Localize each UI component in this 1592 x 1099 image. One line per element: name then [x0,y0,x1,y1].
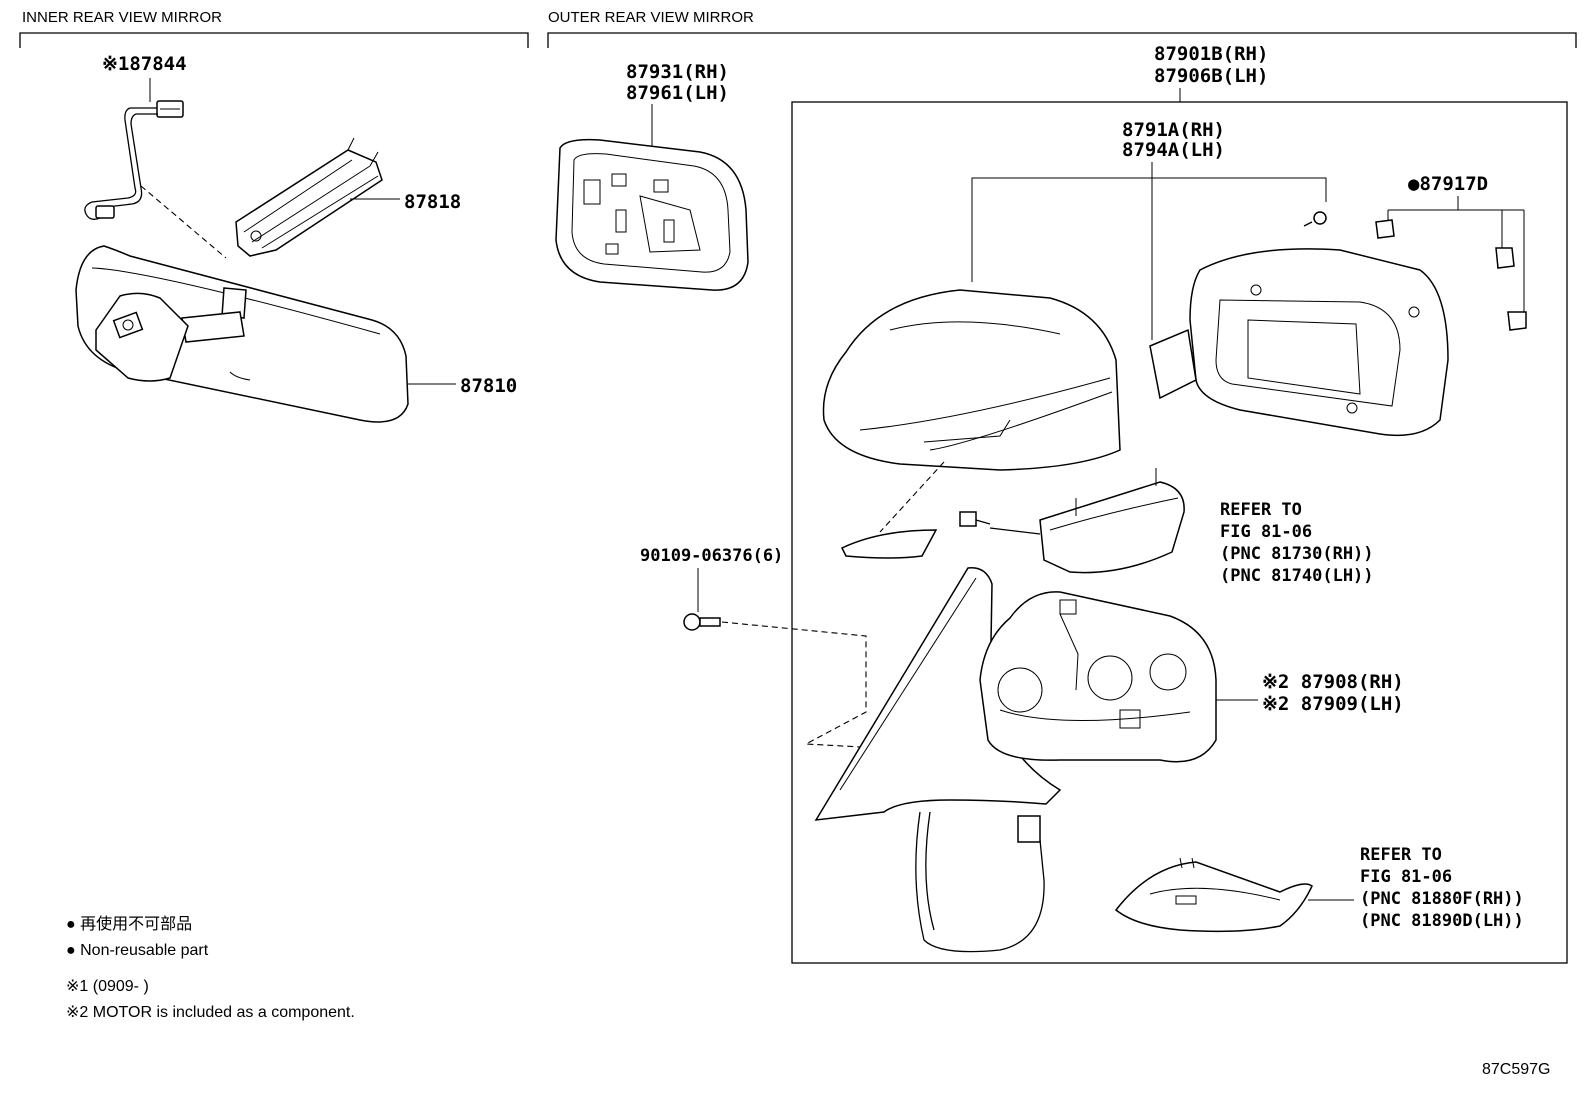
motor-87908 [979,591,1217,763]
mirror-housing-8794a [1149,248,1449,437]
note-1: ※1 (0909- ) [66,978,149,995]
puddle-lamp [1114,857,1313,933]
bolt-small [1303,211,1327,227]
mirror-cover-8791a [822,289,1121,471]
dashed-link-cover [879,461,945,533]
refer-81730-line2: FIG 81-06 [1220,522,1312,542]
refer-81880-line2: FIG 81-06 [1360,867,1452,887]
callout-87810: 87810 [460,375,517,397]
cover-87818 [235,137,383,257]
inner-section-bracket [19,32,529,48]
dashed-link-harness [140,185,227,259]
callout-8791a: 8791A(RH) [1122,119,1225,141]
inner-section-title: INNER REAR VIEW MIRROR [22,9,222,26]
callout-87931: 87931(RH) [626,61,729,83]
note-2: ※2 MOTOR is included as a component. [66,1004,355,1021]
callout-87901b: 87901B(RH) [1154,43,1268,65]
leader-8791a [971,162,1327,340]
refer-81880-line4: (PNC 81890D(LH)) [1360,911,1524,931]
turn-signal-lamp [959,468,1185,574]
refer-81880-line1: REFER TO [1360,845,1442,865]
callout-90109: 90109-06376(6) [640,546,783,566]
bolt-90109 [683,613,721,631]
callout-87844: ※187844 [102,53,187,75]
refer-81730-line3: (PNC 81730(RH)) [1220,544,1374,564]
callout-87917d: ●87917D [1408,173,1488,195]
lower-cover-piece [840,529,938,559]
refer-81730-line1: REFER TO [1220,500,1302,520]
assembly-frame [791,101,1568,964]
outer-section-title: OUTER REAR VIEW MIRROR [548,9,754,26]
refer-81880-line3: (PNC 81880F(RH)) [1360,889,1524,909]
callout-87908: ※2 87908(RH) [1262,671,1404,693]
mirror-glass-87931 [555,138,749,291]
callout-87961: 87961(LH) [626,82,729,104]
legend-japanese: ● 再使用不可部品 [66,915,192,933]
wire-harness-87844 [84,100,184,220]
outer-section-bracket [547,32,1577,48]
callout-8794a: 8794A(LH) [1122,139,1225,161]
legend-english: ● Non-reusable part [66,942,209,959]
refer-81730-line4: (PNC 81740(LH)) [1220,566,1374,586]
clip-87917d-a [1375,219,1395,239]
callout-87909: ※2 87909(LH) [1262,693,1404,715]
callout-87818: 87818 [404,191,461,213]
clip-87917d-c [1507,311,1527,331]
mirror-base [814,567,1062,953]
leader-87917d [1387,196,1525,312]
dashed-link-bolt [721,621,881,749]
figure-code: 87C597G [1482,1061,1551,1078]
inner-mirror-87810 [75,245,409,423]
callout-87906b: 87906B(LH) [1154,65,1268,87]
clip-87917d-b [1495,247,1515,269]
